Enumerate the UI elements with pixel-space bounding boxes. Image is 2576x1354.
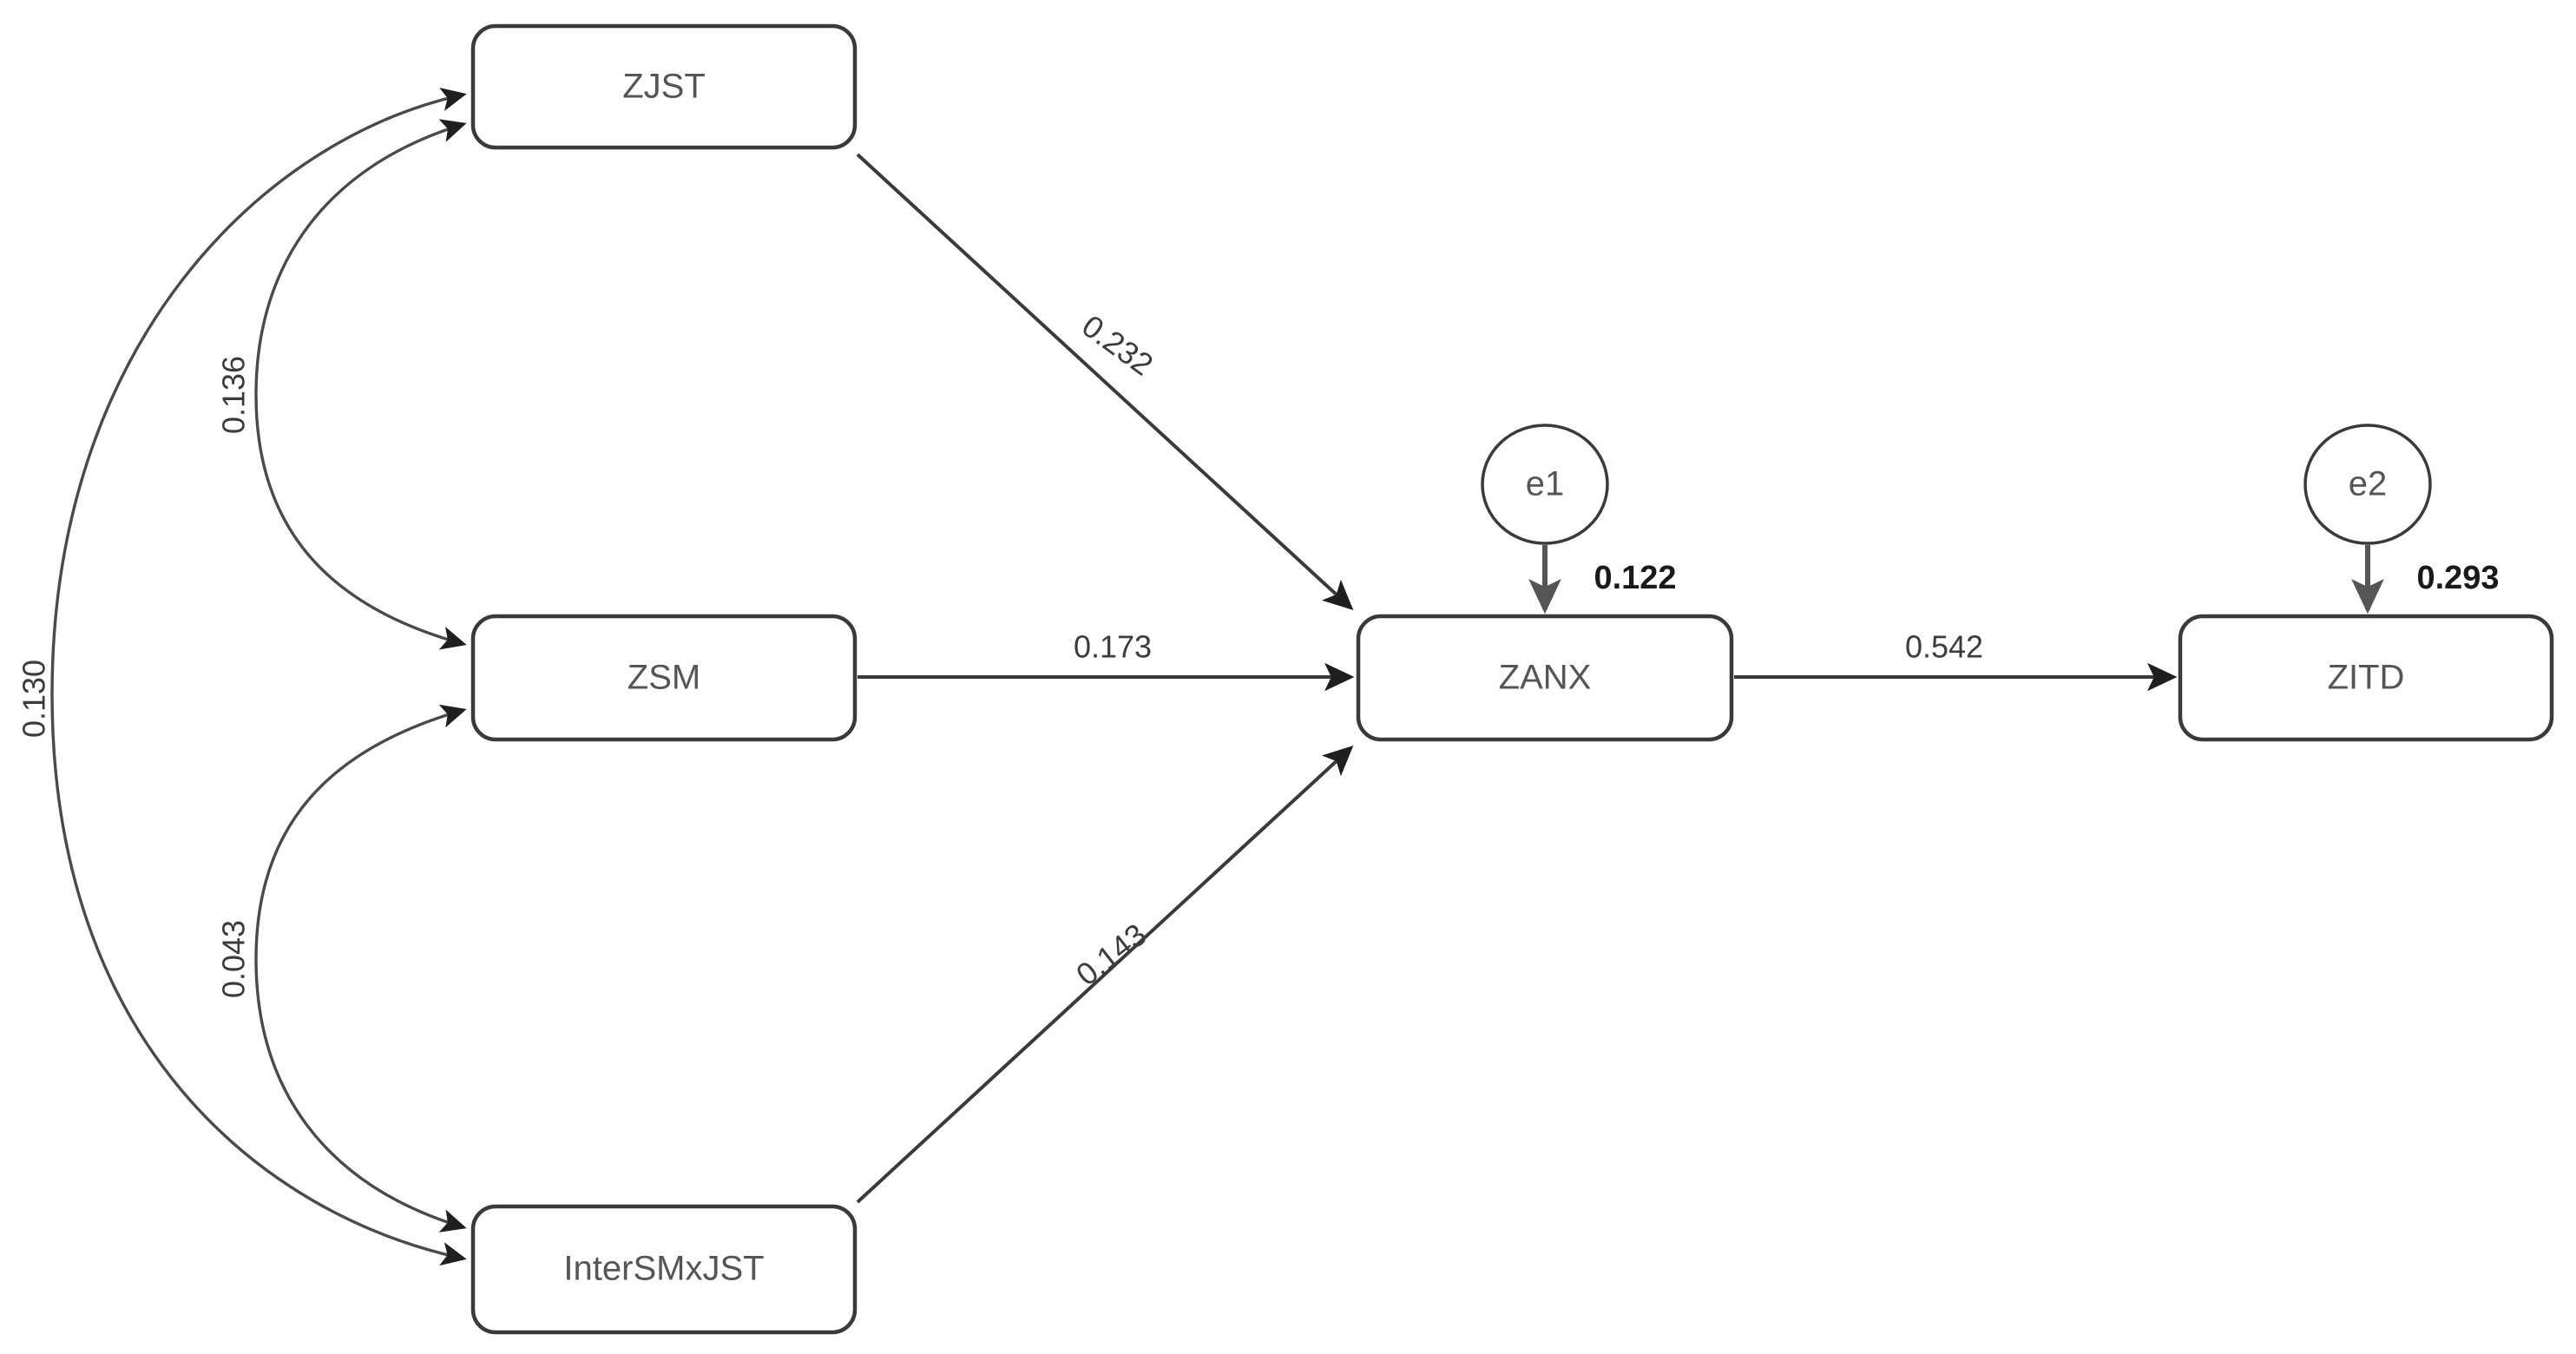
- covariance-label-0130: 0.130: [16, 660, 52, 738]
- zitd-box[interactable]: [2178, 614, 2554, 742]
- covariance-arc-outer: [50, 87, 467, 1266]
- covariance-arc-upper: [254, 119, 467, 650]
- path-line-zjst-zanx: [856, 153, 1354, 611]
- covariance-zjst-intersmxjst: 0.130: [16, 87, 467, 1266]
- node-zjst[interactable]: ZJST: [470, 23, 858, 150]
- covariance-arc-lower: [254, 704, 467, 1232]
- path-line-inter-zanx: [856, 745, 1354, 1204]
- covariance-label-0136: 0.136: [216, 356, 252, 434]
- error-term-e2: e2: [2303, 424, 2432, 615]
- zsm-label: ZSM: [628, 659, 700, 697]
- path-label-0173: 0.173: [1074, 629, 1152, 665]
- path-label-0143: 0.143: [1069, 917, 1153, 993]
- r-squared-zanx: 0.122: [1594, 560, 1676, 596]
- node-zitd[interactable]: ZITD: [2178, 614, 2554, 742]
- zsm-box[interactable]: [470, 614, 858, 742]
- r-squared-zitd: 0.293: [2416, 560, 2499, 596]
- intersmxjst-box[interactable]: [470, 1204, 858, 1335]
- e1-label: e1: [1526, 465, 1565, 503]
- covariance-zjst-zsm: 0.136: [216, 119, 467, 650]
- path-label-0232: 0.232: [1075, 308, 1160, 383]
- e2-label: e2: [2349, 465, 2388, 503]
- e2-circle: [2303, 424, 2432, 545]
- node-intersmxjst[interactable]: InterSMxJST: [470, 1204, 858, 1335]
- path-zanx-to-zitd: 0.542: [1734, 629, 2178, 692]
- zjst-box[interactable]: [470, 23, 858, 150]
- e1-circle: [1481, 424, 1609, 545]
- path-label-0542: 0.542: [1905, 629, 1983, 665]
- node-zanx[interactable]: ZANX: [1356, 614, 1734, 742]
- covariance-label-0043: 0.043: [216, 920, 252, 998]
- zanx-label: ZANX: [1499, 659, 1592, 697]
- zitd-label: ZITD: [2328, 659, 2405, 697]
- intersmxjst-label: InterSMxJST: [563, 1250, 764, 1288]
- zjst-label: ZJST: [622, 68, 706, 106]
- path-intersmxjst-to-zanx: 0.143: [856, 745, 1354, 1204]
- path-zjst-to-zanx: 0.232: [856, 153, 1354, 611]
- error-term-e1: e1: [1481, 424, 1609, 615]
- path-zsm-to-zanx: 0.173: [858, 629, 1355, 692]
- zanx-box[interactable]: [1356, 614, 1734, 742]
- node-zsm[interactable]: ZSM: [470, 614, 858, 742]
- covariance-zsm-intersmxjst: 0.043: [216, 704, 467, 1232]
